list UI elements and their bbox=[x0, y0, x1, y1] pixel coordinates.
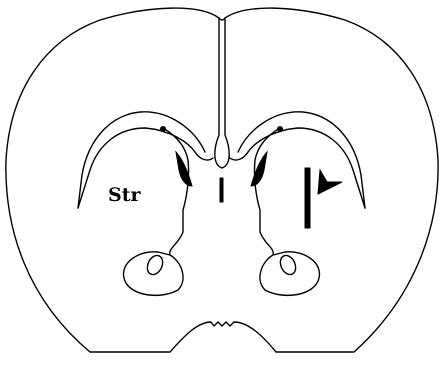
midline-fissure bbox=[215, 18, 229, 168]
right-callosum-outer bbox=[238, 112, 365, 208]
right-ventricle-dot bbox=[278, 127, 283, 132]
left-ventricle-dot bbox=[161, 127, 166, 132]
right-commissure-outer bbox=[260, 252, 320, 296]
right-ventricle-wedge bbox=[251, 152, 267, 186]
left-commissure-outer bbox=[123, 252, 183, 296]
left-commissure-inner bbox=[144, 253, 165, 277]
left-ventricle-wedge bbox=[176, 152, 192, 186]
left-ventricle-outline bbox=[163, 128, 189, 255]
midline-marker bbox=[220, 178, 223, 202]
left-callosum-outer bbox=[78, 112, 205, 208]
right-septal-edge bbox=[230, 152, 248, 160]
right-ventricle-outline bbox=[254, 128, 280, 255]
arrowhead-icon bbox=[318, 170, 342, 194]
injection-track-bar bbox=[305, 168, 310, 228]
left-septal-edge bbox=[195, 152, 213, 160]
right-commissure-inner bbox=[277, 253, 298, 277]
striatum-label: Str bbox=[108, 184, 141, 206]
